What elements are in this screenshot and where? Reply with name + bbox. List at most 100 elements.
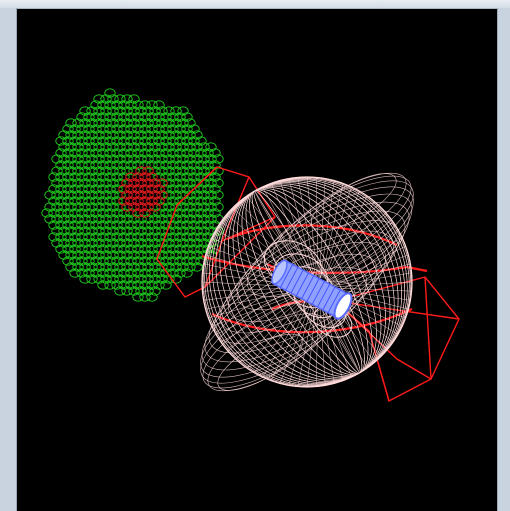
sphere-spoke — [330, 287, 412, 292]
calorimeter-cell — [72, 202, 84, 212]
calorimeter-cell — [202, 148, 214, 158]
calorimeter-cell — [160, 256, 172, 266]
calorimeter-cell — [142, 214, 154, 224]
calorimeter-cell — [181, 160, 193, 170]
calorimeter-cell — [153, 172, 165, 182]
calorimeter-cell — [114, 214, 126, 224]
calorimeter-cell — [128, 286, 140, 296]
calorimeter-cell — [163, 214, 175, 224]
calorimeter-cell — [188, 184, 200, 194]
sphere-spoke — [262, 186, 312, 279]
calorimeter-cell — [86, 178, 98, 188]
calorimeter-cell — [174, 184, 186, 194]
calorimeter-cell — [170, 142, 182, 152]
calorimeter-cell — [163, 106, 175, 116]
calorimeter-cell — [191, 130, 203, 140]
calorimeter-cell — [156, 214, 168, 224]
calorimeter-cell — [65, 130, 77, 140]
calorimeter-cell — [132, 244, 144, 254]
calorimeter-cell — [121, 262, 133, 272]
beam-pipe-rib — [301, 275, 315, 299]
calorimeter-cell — [149, 130, 161, 140]
hot-cell — [132, 184, 144, 194]
calorimeter-cell — [170, 118, 182, 128]
calorimeter-cell — [209, 172, 221, 182]
calorimeter-cell — [90, 208, 102, 218]
calorimeter-cell — [177, 166, 189, 176]
support-frame-segment — [211, 308, 413, 334]
calorimeter-cell — [86, 226, 98, 236]
calorimeter-cell — [163, 154, 175, 164]
calorimeter-cell — [149, 226, 161, 236]
calorimeter-cell — [93, 190, 105, 200]
calorimeter-cell — [107, 226, 119, 236]
calorimeter-cell — [93, 202, 105, 212]
calorimeter-cell — [125, 160, 137, 170]
calorimeter-cell — [104, 124, 116, 134]
beam-pipe-rib — [317, 283, 331, 308]
calorimeter-cell — [111, 220, 123, 230]
calorimeter-cell — [93, 178, 105, 188]
calorimeter-cell — [93, 214, 105, 224]
sphere-spoke — [319, 296, 326, 386]
calorimeter-cell — [202, 184, 214, 194]
beam-pipe-rib — [322, 286, 336, 311]
calorimeter-cell — [62, 136, 74, 146]
calorimeter-cell — [209, 196, 221, 206]
calorimeter-cell — [97, 220, 109, 230]
calorimeter-cell — [79, 262, 91, 272]
calorimeter-cell — [104, 160, 116, 170]
calorimeter-cell — [62, 160, 74, 170]
calorimeter-cell — [97, 196, 109, 206]
calorimeter-cell — [142, 274, 154, 284]
calorimeter-cell — [86, 142, 98, 152]
calorimeter-cell — [55, 196, 67, 206]
calorimeter-cell — [188, 160, 200, 170]
calorimeter-cell — [58, 142, 70, 152]
calorimeter-cell — [83, 136, 95, 146]
calorimeter-cell — [65, 166, 77, 176]
calorimeter-cell — [146, 244, 158, 254]
calorimeter-cell — [188, 148, 200, 158]
calorimeter-cell — [163, 250, 175, 260]
hot-cell — [149, 178, 161, 188]
calorimeter-cell — [104, 172, 116, 182]
calorimeter-cell — [79, 142, 91, 152]
calorimeter-cell — [104, 256, 116, 266]
sphere-spoke — [232, 293, 308, 357]
calorimeter-cell — [177, 202, 189, 212]
beam-pipe-end — [333, 292, 353, 320]
calorimeter-cell — [167, 172, 179, 182]
calorimeter-cell — [153, 100, 165, 110]
calorimeter-cell — [97, 280, 109, 290]
calorimeter-cell — [167, 232, 179, 242]
sphere-parallel — [200, 280, 356, 384]
sphere-spoke — [322, 186, 352, 279]
calorimeter-cell — [177, 226, 189, 236]
calorimeter-cell — [167, 160, 179, 170]
calorimeter-cell — [72, 118, 84, 128]
calorimeter-cell — [55, 244, 67, 254]
calorimeter-cell — [86, 250, 98, 260]
calorimeter-cell — [160, 220, 172, 230]
calorimeter-cell — [51, 154, 63, 164]
sphere-parallel — [289, 172, 407, 251]
3d-viewport[interactable] — [17, 9, 497, 511]
sphere-spoke — [328, 229, 399, 283]
calorimeter-cell — [69, 136, 81, 146]
calorimeter-cell — [97, 208, 109, 218]
calorimeter-cell — [156, 106, 168, 116]
calorimeter-cell — [100, 94, 112, 104]
calorimeter-cell — [146, 148, 158, 158]
calorimeter-cell — [104, 148, 116, 158]
calorimeter-cell — [177, 106, 189, 116]
calorimeter-cell — [125, 220, 137, 230]
calorimeter-cell — [160, 172, 172, 182]
calorimeter-cell — [177, 118, 189, 128]
calorimeter-cell — [209, 184, 221, 194]
calorimeter-cell — [149, 262, 161, 272]
calorimeter-cell — [139, 160, 151, 170]
detector-wireframe-scene[interactable] — [17, 9, 497, 511]
calorimeter-cell — [181, 184, 193, 194]
calorimeter-cell — [142, 118, 154, 128]
